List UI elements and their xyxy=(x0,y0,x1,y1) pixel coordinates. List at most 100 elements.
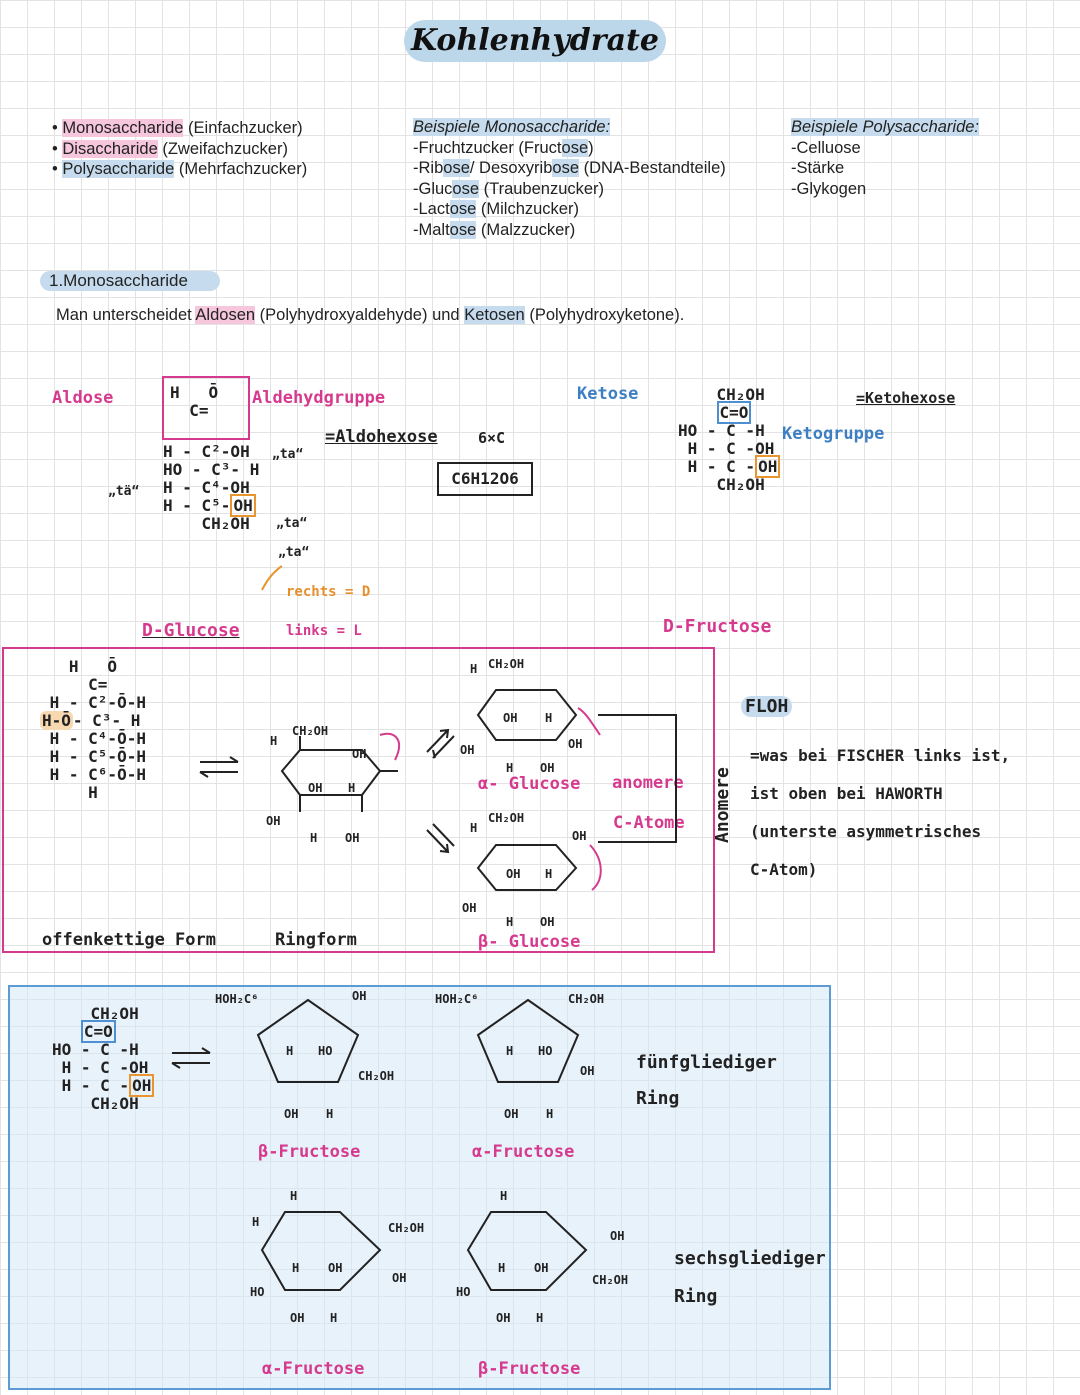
svg-text:H: H xyxy=(286,1044,293,1058)
floh-label: FLOH xyxy=(741,696,793,717)
svg-text:OH: OH xyxy=(392,1271,406,1285)
list-item: -Glucose (Traubenzucker) xyxy=(413,179,605,198)
svg-text:HO: HO xyxy=(538,1044,552,1058)
six-ring-note: sechsgliediger Ring xyxy=(674,1248,826,1307)
svg-text:OH: OH xyxy=(504,1107,518,1121)
rechts-note: rechts = D xyxy=(286,584,371,600)
svg-text:OH: OH xyxy=(534,1261,548,1275)
svg-text:HO: HO xyxy=(250,1285,264,1299)
list-item: -Celluose xyxy=(791,138,861,157)
svg-text:OH: OH xyxy=(352,747,366,761)
svg-text:HO: HO xyxy=(456,1285,470,1299)
aldose-label: Aldose xyxy=(52,388,114,408)
glucose-name: D-Glucose xyxy=(142,620,240,641)
aldehyde-group-box xyxy=(162,376,250,440)
glucose-open-chain: H Ō C= H - C²-Ō-H H-Ō- C³- H H - C⁴-Ō-H … xyxy=(40,657,146,802)
beta-fructose-5-label: β-Fructose xyxy=(258,1142,361,1162)
list-item: -Stärke xyxy=(791,159,845,177)
svg-text:H: H xyxy=(500,1189,507,1203)
list-item: -Maltose (Malzzucker) xyxy=(413,220,576,239)
ring-form-label: Ringform xyxy=(275,930,357,950)
svg-text:H: H xyxy=(270,734,277,748)
svg-text:H: H xyxy=(310,831,317,845)
svg-text:H: H xyxy=(470,821,477,835)
c-atome-label: C-Atome xyxy=(613,813,685,833)
svg-text:H: H xyxy=(498,1261,505,1275)
svg-text:CH₂OH: CH₂OH xyxy=(592,1273,628,1287)
list-item: -Ribose/ Desoxyribose (DNA-Bestandteile) xyxy=(413,159,726,177)
svg-text:OH: OH xyxy=(462,901,476,915)
fructose-fischer: CH₂OH C=O HO - C -H H - C -OH H - C -OH … xyxy=(678,386,781,494)
category-list: • Monosaccharide (Einfachzucker) • Disac… xyxy=(52,118,307,180)
svg-text:OH: OH xyxy=(540,761,554,775)
svg-text:H: H xyxy=(506,1044,513,1058)
svg-text:CH₂OH: CH₂OH xyxy=(488,811,524,825)
svg-text:H: H xyxy=(326,1107,333,1121)
svg-text:H: H xyxy=(348,781,355,795)
aldehyde-group: H Ō C= xyxy=(170,383,219,420)
svg-text:OH: OH xyxy=(266,814,280,828)
formula-box: C6H12O6 xyxy=(437,462,533,496)
svg-text:OH: OH xyxy=(506,867,520,881)
svg-text:CH₂OH: CH₂OH xyxy=(292,724,328,738)
list-item: -Fruchtzucker (Fructose) xyxy=(413,138,594,157)
list-item: -Glykogen xyxy=(791,179,867,198)
aldehyde-group-label: Aldehydgruppe xyxy=(252,388,386,408)
ketose-label: Ketose xyxy=(577,384,639,404)
six-c-note: 6×C xyxy=(478,429,506,447)
svg-text:OH: OH xyxy=(460,743,474,757)
svg-text:H: H xyxy=(330,1311,337,1325)
svg-text:CH₂OH: CH₂OH xyxy=(358,1069,394,1083)
svg-text:OH: OH xyxy=(568,737,582,751)
ta-note: „ta“ xyxy=(276,516,308,531)
svg-text:H: H xyxy=(470,662,477,676)
svg-text:H: H xyxy=(545,867,552,881)
svg-text:OH: OH xyxy=(610,1229,624,1243)
ta-note: „ta“ xyxy=(272,447,304,462)
aldohexose-label: =Aldohexose xyxy=(325,427,438,447)
glucose-ring-box xyxy=(2,647,715,953)
beta-glucose-label: β- Glucose xyxy=(478,932,581,952)
svg-text:OH: OH xyxy=(345,831,359,845)
intro-text: Man unterscheidet Aldosen (Polyhydroxyal… xyxy=(56,306,685,324)
glucose-fischer: H - C²-OH HO - C³- H H - C⁴-OH H - C⁵-OH… xyxy=(163,442,260,533)
list-item: • Polysaccharide (Mehrfachzucker) xyxy=(52,160,308,178)
floh-note: =was bei FISCHER links ist, ist oben bei… xyxy=(750,746,1011,879)
links-note: links = L xyxy=(286,623,362,639)
list-item: -Lactose (Milchzucker) xyxy=(413,200,579,218)
section-heading: 1.Monosaccharide xyxy=(40,271,220,291)
svg-text:CH₂OH: CH₂OH xyxy=(488,657,524,671)
five-ring-note: fünfgliediger Ring xyxy=(636,1052,777,1109)
ketohexose-label: =Ketohexose xyxy=(856,389,956,407)
svg-text:OH: OH xyxy=(580,1064,594,1078)
mono-examples: Beispiele Monosaccharide: -Fruchtzucker … xyxy=(413,118,726,239)
open-form-label: offenkettige Form xyxy=(42,930,216,950)
svg-text:OH: OH xyxy=(352,989,366,1003)
fructose-ring-box xyxy=(8,985,831,1390)
list-item: • Disaccharide (Zweifachzucker) xyxy=(52,139,288,158)
page-title: Kohlenhydrate xyxy=(404,20,666,62)
svg-text:CH₂OH: CH₂OH xyxy=(388,1221,424,1235)
svg-text:H: H xyxy=(506,761,513,775)
tae-note: „tä“ xyxy=(108,484,140,499)
svg-text:HO: HO xyxy=(318,1044,332,1058)
svg-text:HOH₂C⁶: HOH₂C⁶ xyxy=(435,992,478,1006)
fructose-name: D-Fructose xyxy=(663,616,772,637)
svg-text:H: H xyxy=(546,1107,553,1121)
ta-note: „ta“ xyxy=(278,545,310,560)
fructose-fischer-small: CH₂OH C=O HO - C -H H - C -OH H - C -OH … xyxy=(52,1005,155,1113)
svg-text:OH: OH xyxy=(503,711,517,725)
svg-text:OH: OH xyxy=(328,1261,342,1275)
svg-text:H: H xyxy=(536,1311,543,1325)
svg-text:OH: OH xyxy=(540,915,554,929)
svg-text:H: H xyxy=(292,1261,299,1275)
ketogroup-label: Ketogruppe xyxy=(782,424,885,444)
anomere-label: anomere xyxy=(612,773,684,793)
svg-text:OH: OH xyxy=(290,1311,304,1325)
list-item: • Monosaccharide (Einfachzucker) xyxy=(52,119,303,137)
svg-text:H: H xyxy=(290,1189,297,1203)
svg-text:OH: OH xyxy=(308,781,322,795)
svg-text:OH: OH xyxy=(496,1311,510,1325)
poly-examples: Beispiele Polysaccharide: -Celluose -Stä… xyxy=(791,118,980,198)
